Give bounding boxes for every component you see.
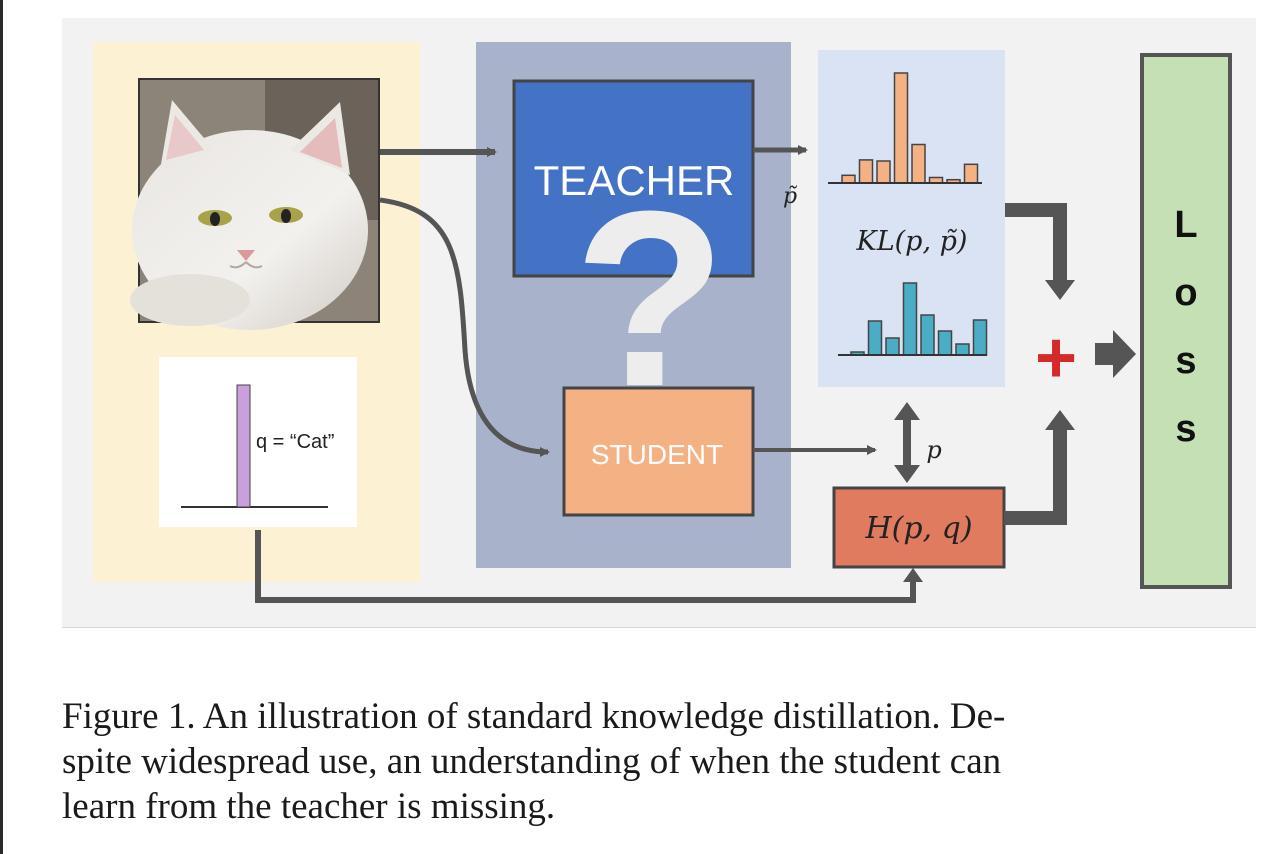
teacher-hist-bar-3 bbox=[876, 160, 891, 184]
arrow-head-label-to-h bbox=[903, 568, 923, 582]
label-bar bbox=[236, 384, 251, 508]
loss-box bbox=[1140, 53, 1232, 589]
student-histogram bbox=[850, 282, 988, 356]
plus-sign: + bbox=[1035, 318, 1077, 398]
window-edge bbox=[0, 0, 3, 854]
question-mark: ? bbox=[574, 159, 727, 438]
double-arrow-p bbox=[894, 402, 920, 483]
teacher-hist-bar-1 bbox=[841, 174, 856, 184]
student-hist-bar-3 bbox=[885, 337, 900, 356]
student-hist-bar-8 bbox=[972, 319, 988, 356]
caption-line-2: spite widespread use, an understanding o… bbox=[62, 741, 1002, 782]
loss-letter-1: L bbox=[1174, 204, 1197, 246]
student-hist-bar-7 bbox=[955, 343, 970, 356]
cat-image bbox=[130, 78, 380, 330]
question-mark-glyph: ? bbox=[574, 159, 727, 438]
q-label: q = “Cat” bbox=[256, 431, 334, 453]
loss-letter-2: o bbox=[1174, 272, 1197, 314]
h-label: H(p, q) bbox=[864, 511, 972, 546]
cross-entropy-box bbox=[832, 486, 1006, 569]
teacher-box bbox=[512, 79, 755, 278]
label-card bbox=[159, 357, 357, 527]
figure-caption: Figure 1. An illustration of standard kn… bbox=[62, 694, 1258, 829]
student-hist-bar-6 bbox=[937, 330, 953, 356]
student-hist-bar-5 bbox=[920, 314, 935, 356]
arrow-head-h-to-plus bbox=[1045, 410, 1075, 430]
caption-line-1: Figure 1. An illustration of standard kn… bbox=[62, 696, 1006, 737]
arrow-image-to-student bbox=[379, 197, 550, 457]
teacher-hist-bar-4 bbox=[893, 72, 909, 184]
teacher-hist-bar-2 bbox=[858, 159, 874, 184]
student-hist-bar-4 bbox=[902, 282, 918, 356]
p-label: p bbox=[926, 436, 941, 464]
student-label: STUDENT bbox=[591, 439, 723, 470]
caption-line-3: learn from the teacher is missing. bbox=[62, 786, 556, 827]
kl-label: KL(p, p̃) bbox=[856, 226, 968, 257]
student-hist-bar-2 bbox=[867, 320, 883, 356]
teacher-hist-bar-5 bbox=[911, 143, 926, 184]
teacher-label: TEACHER bbox=[534, 157, 735, 204]
loss-letter-3: s bbox=[1175, 340, 1196, 382]
knowledge-distillation-diagram: ? TEACHER STUDENT + p̃ KL(p, p̃) p H(p, … bbox=[93, 42, 1232, 603]
teacher-hist-bar-8 bbox=[963, 163, 979, 184]
arrow-h-to-plus bbox=[1004, 428, 1067, 525]
arrow-head-kl-to-plus bbox=[1045, 280, 1075, 300]
arrow-kl-to-plus bbox=[1005, 203, 1067, 283]
arrow-plus-to-loss bbox=[1095, 330, 1136, 378]
loss-letter-4: s bbox=[1175, 408, 1196, 450]
arrow-label-to-h bbox=[255, 530, 916, 603]
teacher-histogram bbox=[841, 72, 979, 184]
student-box bbox=[562, 386, 755, 517]
p-tilde-label: p̃ bbox=[783, 184, 798, 209]
